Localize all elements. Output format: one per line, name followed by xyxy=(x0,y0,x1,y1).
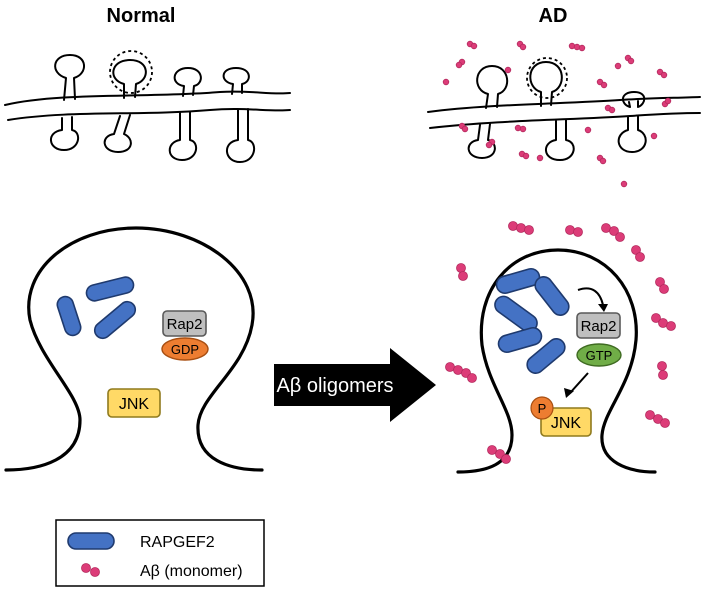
abeta-oligomer-arrow: Aβ oligomers xyxy=(274,348,436,422)
normal-dendrite xyxy=(4,50,291,163)
rapgef2-normal-3 xyxy=(93,300,137,340)
legend: RAPGEF2 Aβ (monomer) xyxy=(55,519,265,587)
rap2-box-ad xyxy=(576,312,621,339)
arrow-label: Aβ oligomers xyxy=(276,375,393,397)
signal-arrow xyxy=(569,372,589,394)
rapgef2-normal-2 xyxy=(85,276,135,302)
legend-box xyxy=(55,519,265,587)
gdp-ellipse xyxy=(161,337,209,361)
title-ad: AD xyxy=(539,5,568,27)
gdp-label: GDP xyxy=(171,342,199,357)
rapgef2-ad-4 xyxy=(497,326,543,354)
gtp-ellipse xyxy=(576,343,622,367)
rapgef2-normal-1 xyxy=(56,295,82,337)
rap2-label-normal: Rap2 xyxy=(167,316,203,333)
jnk-label-normal: JNK xyxy=(119,396,150,413)
rap2-label-ad: Rap2 xyxy=(581,318,617,335)
legend-rapgef2-swatch xyxy=(67,532,115,550)
phospho-label: P xyxy=(538,401,547,416)
rapgef2-ad-2 xyxy=(534,276,570,316)
activation-arrow xyxy=(577,287,604,306)
rapgef2-ad-1 xyxy=(495,267,541,295)
title-normal: Normal xyxy=(107,5,176,27)
rapgef2-ad-5 xyxy=(526,338,566,374)
legend-rapgef2-label: RAPGEF2 xyxy=(140,534,215,551)
ad-spine: Rap2 GTP JNK P xyxy=(456,248,657,474)
legend-abeta-swatch xyxy=(81,563,100,577)
phospho-circle xyxy=(530,396,554,420)
abeta-cluster-dendrite xyxy=(442,40,672,188)
jnk-box-ad xyxy=(540,407,592,437)
jnk-box-normal xyxy=(107,388,161,418)
jnk-label-ad: JNK xyxy=(551,415,582,432)
abeta-cluster-spine xyxy=(445,221,676,464)
rap2-box-normal xyxy=(162,310,207,337)
ad-dendrite xyxy=(427,57,701,161)
normal-spine: Rap2 GDP JNK xyxy=(4,226,264,472)
legend-abeta-label: Aβ (monomer) xyxy=(140,563,243,580)
gtp-label: GTP xyxy=(586,348,613,363)
